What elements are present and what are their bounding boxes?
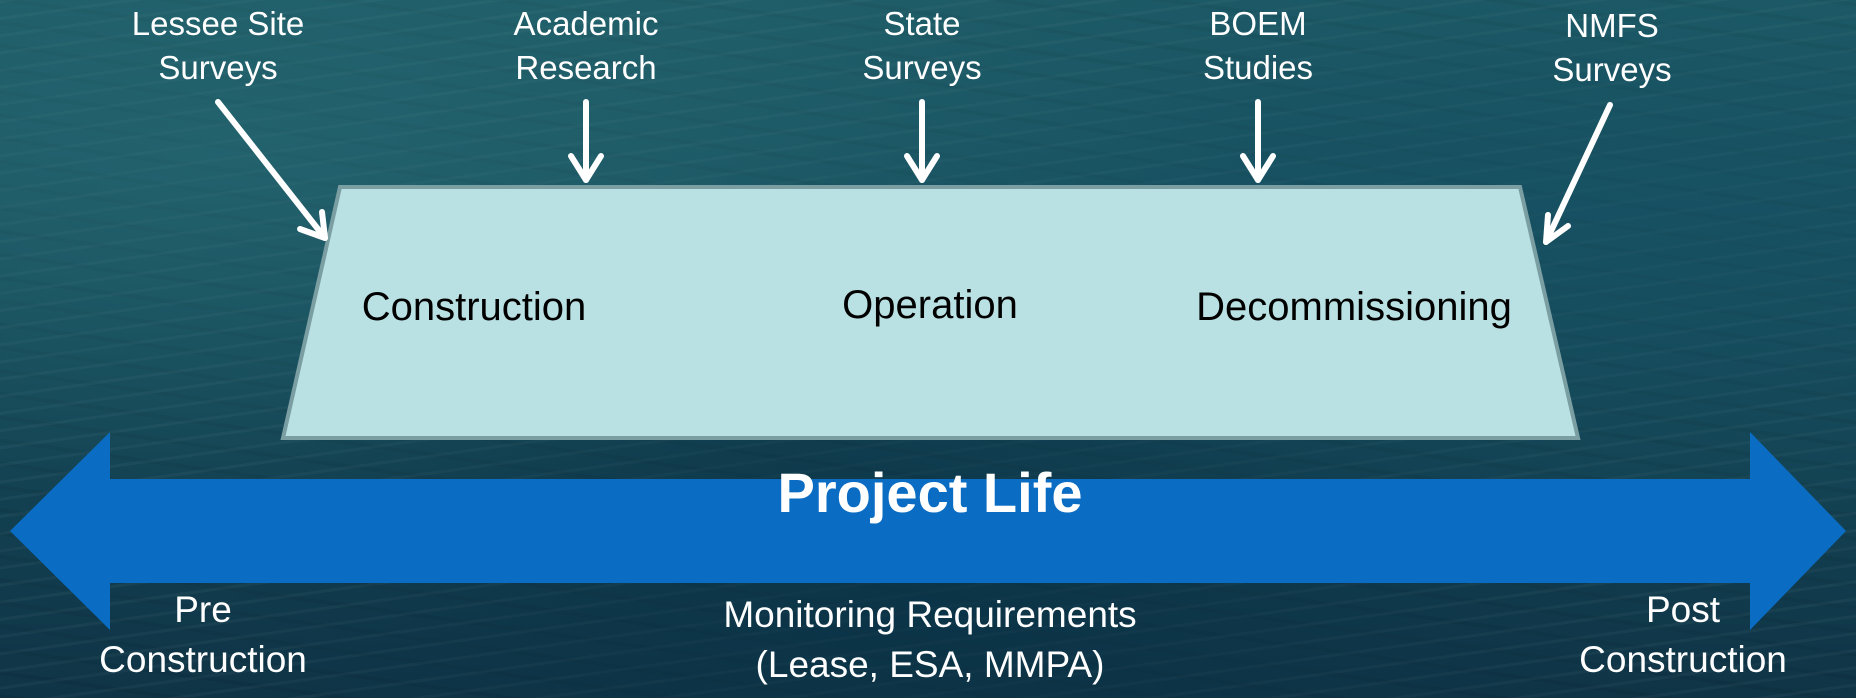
arrow-lessee-site-surveys <box>215 99 328 241</box>
project-life-arrow <box>10 432 1846 630</box>
arrow-nmfs-surveys <box>1543 102 1613 245</box>
source-label-boem-studies: BOEM Studies <box>1202 5 1314 86</box>
post-construction-label: Post Construction <box>1579 589 1787 680</box>
arrow-academic-research <box>568 99 604 183</box>
phase-construction: Construction <box>361 285 587 329</box>
source-label-academic-research: Academic Research <box>513 5 659 86</box>
phase-operation: Operation <box>842 283 1018 327</box>
pre-construction-label: Pre Construction <box>99 589 307 680</box>
project-life-title: Project Life <box>777 461 1083 524</box>
phase-decommissioning: Decommissioning <box>1196 285 1512 329</box>
project-phases-box <box>280 185 1581 440</box>
source-label-state-surveys: State Surveys <box>862 5 982 86</box>
source-label-nmfs-surveys: NMFS Surveys <box>1552 7 1672 88</box>
arrow-boem-studies <box>1240 99 1276 183</box>
source-label-lessee-site-surveys: Lessee Site Surveys <box>131 5 305 86</box>
monitoring-requirements-label: Monitoring Requirements (Lease, ESA, MMP… <box>723 594 1137 685</box>
arrow-state-surveys <box>904 99 940 183</box>
